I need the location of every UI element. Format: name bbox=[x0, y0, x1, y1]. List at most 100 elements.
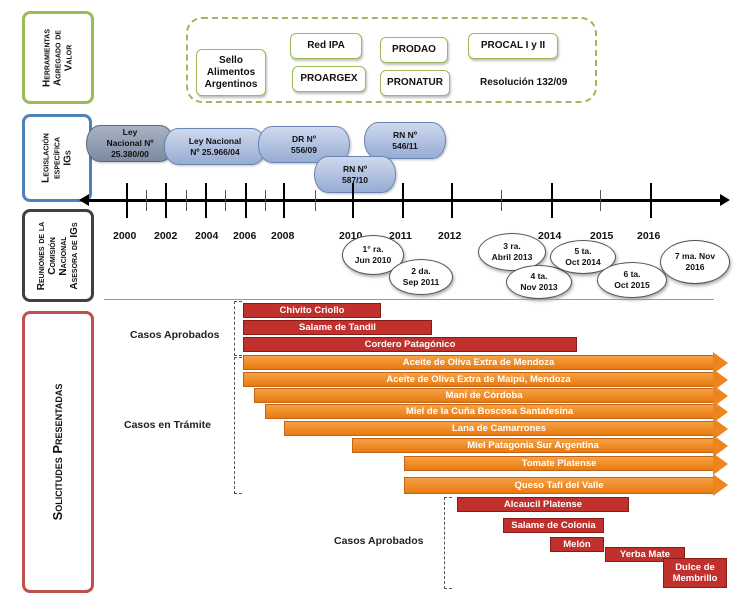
group-label-aprobados-2: Casos Aprobados bbox=[334, 535, 424, 547]
section-divider bbox=[104, 299, 714, 300]
tool-proargex: PROARGEX bbox=[292, 66, 366, 92]
timeline-arrow-left bbox=[79, 194, 89, 206]
timeline-tick bbox=[551, 183, 553, 218]
bar-alcaucil-platense: Alcaucil Platense bbox=[457, 497, 629, 512]
legislation-ley-25380: Ley Nacional Nº 25.380/00 bbox=[86, 125, 174, 162]
row-label-text: Herramientas bbox=[41, 28, 53, 87]
tool-label: Alimentos bbox=[206, 66, 256, 78]
year-label: 2012 bbox=[438, 230, 462, 242]
bar-chivito-criollo: Chivito Criollo bbox=[243, 303, 381, 318]
row-label-text: Reuniones de la bbox=[36, 221, 47, 290]
bar-salame-colonia: Salame de Colonia bbox=[503, 518, 604, 533]
bar-label: Miel de la Cuña Boscosa Santafesina bbox=[405, 406, 574, 417]
bracket-aprobados-2 bbox=[444, 497, 452, 589]
bar-label: Aceite de Oliva Extra de Maipú, Mendoza bbox=[386, 374, 571, 385]
tool-red-ipa: Red IPA bbox=[290, 33, 362, 59]
timeline-tick bbox=[146, 190, 147, 211]
bar-mani-cordoba: Maní de Córdoba bbox=[254, 385, 728, 407]
bar-label: Queso Tafi del Valle bbox=[514, 480, 604, 491]
group-label-tramite: Casos en Trámite bbox=[124, 419, 211, 431]
legislation-label: RN Nº bbox=[393, 129, 417, 140]
bar-label: Melón bbox=[563, 539, 591, 550]
tool-label: PRODAO bbox=[392, 44, 436, 55]
year-label: 2014 bbox=[538, 230, 562, 242]
bar-miel-patagonia: Miel Patagonia Sur Argentina bbox=[352, 435, 728, 457]
meeting-label: 4 ta. bbox=[530, 271, 548, 281]
bar-label: Lana de Camarrones bbox=[452, 423, 546, 434]
legislation-label: 556/09 bbox=[291, 144, 317, 155]
tool-label: PROARGEX bbox=[300, 73, 358, 84]
timeline-tick bbox=[402, 183, 404, 218]
year-label: 2015 bbox=[590, 230, 614, 242]
tool-sello-alimentos: Sello Alimentos Argentinos bbox=[196, 49, 266, 96]
year-label: 2002 bbox=[154, 230, 178, 242]
bar-lana-camarrones: Lana de Camarrones bbox=[284, 418, 728, 440]
meeting-label: 2 da. bbox=[411, 266, 431, 276]
meeting-label: 7 ma. Nov bbox=[674, 251, 716, 261]
row-label-herramientas: Herramientas Agregado de Valor bbox=[22, 11, 94, 104]
bar-label: Dulce de bbox=[675, 562, 715, 573]
timeline-arrow-right bbox=[720, 194, 730, 206]
meeting-1: 1° ra.Jun 2010 bbox=[342, 235, 404, 275]
year-label: 2008 bbox=[271, 230, 295, 242]
row-label-text: Legislación bbox=[40, 133, 52, 183]
bar-label: Aceite de Oliva Extra de Mendoza bbox=[402, 357, 555, 368]
bar-label: Salame de Tandil bbox=[299, 322, 376, 333]
tool-resolucion: Resolución 132/09 bbox=[480, 77, 568, 88]
tool-label: Sello bbox=[219, 54, 243, 66]
row-label-text: Asesora de IGs bbox=[69, 221, 80, 290]
meeting-6: 6 ta.Oct 2015 bbox=[597, 262, 667, 298]
legislation-ley-25966: Ley Nacional Nº 25.966/04 bbox=[164, 128, 266, 165]
legislation-rn-587: RN Nº 587/10 bbox=[314, 156, 396, 193]
legislation-label: Nº 25.966/04 bbox=[190, 146, 240, 157]
bracket-aprobados-1 bbox=[234, 301, 242, 356]
row-label-text: Nacional bbox=[58, 235, 69, 276]
legislation-rn-546: RN Nº 546/11 bbox=[364, 122, 446, 159]
timeline-tick bbox=[283, 183, 285, 218]
bar-label: Tomate Platense bbox=[521, 458, 597, 469]
bar-salame-tandil: Salame de Tandil bbox=[243, 320, 432, 335]
timeline-tick bbox=[205, 183, 207, 218]
row-label-text: IGs bbox=[62, 150, 74, 166]
meeting-label: 1° ra. bbox=[362, 244, 384, 254]
bar-cordero-patagonico: Cordero Patagónico bbox=[243, 337, 577, 352]
timeline-tick bbox=[650, 183, 652, 218]
bar-melon: Melón bbox=[550, 537, 604, 552]
row-label-solicitudes: Solicitudes Presentadas bbox=[22, 311, 94, 593]
meeting-2: 2 da.Sep 2011 bbox=[389, 259, 453, 295]
legislation-label: 587/10 bbox=[342, 174, 368, 185]
row-label-reuniones: Reuniones de la Comisión Nacional Asesor… bbox=[22, 209, 94, 302]
bar-label: Membrillo bbox=[672, 573, 718, 584]
group-label-aprobados-1: Casos Aprobados bbox=[130, 329, 220, 341]
row-label-text: Comisión bbox=[47, 236, 58, 275]
bar-aceite-maipu: Aceite de Oliva Extra de Maipú, Mendoza bbox=[243, 369, 728, 391]
timeline-tick bbox=[265, 190, 266, 211]
meeting-label: Jun 2010 bbox=[354, 255, 392, 265]
bar-tomate-platense: Tomate Platense bbox=[404, 453, 728, 475]
legislation-label: Ley Nacional bbox=[188, 135, 242, 146]
year-label: 2016 bbox=[637, 230, 661, 242]
legislation-label: 546/11 bbox=[392, 140, 418, 151]
tool-prodao: PRODAO bbox=[380, 37, 448, 63]
legislation-label: DR Nº bbox=[292, 133, 316, 144]
tool-label: Red IPA bbox=[307, 40, 345, 51]
row-label-text: Agregado de bbox=[52, 29, 64, 86]
meeting-label: Oct 2014 bbox=[565, 257, 601, 267]
legislation-label: 25.380/00 bbox=[111, 149, 149, 159]
bar-aceite-mendoza: Aceite de Oliva Extra de Mendoza bbox=[243, 352, 728, 374]
timeline-tick bbox=[352, 183, 354, 218]
timeline-tick bbox=[186, 190, 187, 211]
timeline-tick bbox=[451, 183, 453, 218]
bar-label: Miel Patagonia Sur Argentina bbox=[467, 440, 599, 451]
tool-label: Argentinos bbox=[204, 78, 258, 90]
bar-miel-cuna-boscosa: Miel de la Cuña Boscosa Santafesina bbox=[265, 401, 728, 423]
meeting-label: Sep 2011 bbox=[402, 277, 440, 287]
timeline-tick bbox=[126, 183, 128, 218]
row-label-text: Solicitudes Presentadas bbox=[50, 383, 65, 521]
bar-label: Maní de Córdoba bbox=[445, 390, 523, 401]
tools-container bbox=[186, 17, 597, 103]
timeline-tick bbox=[245, 183, 247, 218]
year-label: 2004 bbox=[195, 230, 219, 242]
